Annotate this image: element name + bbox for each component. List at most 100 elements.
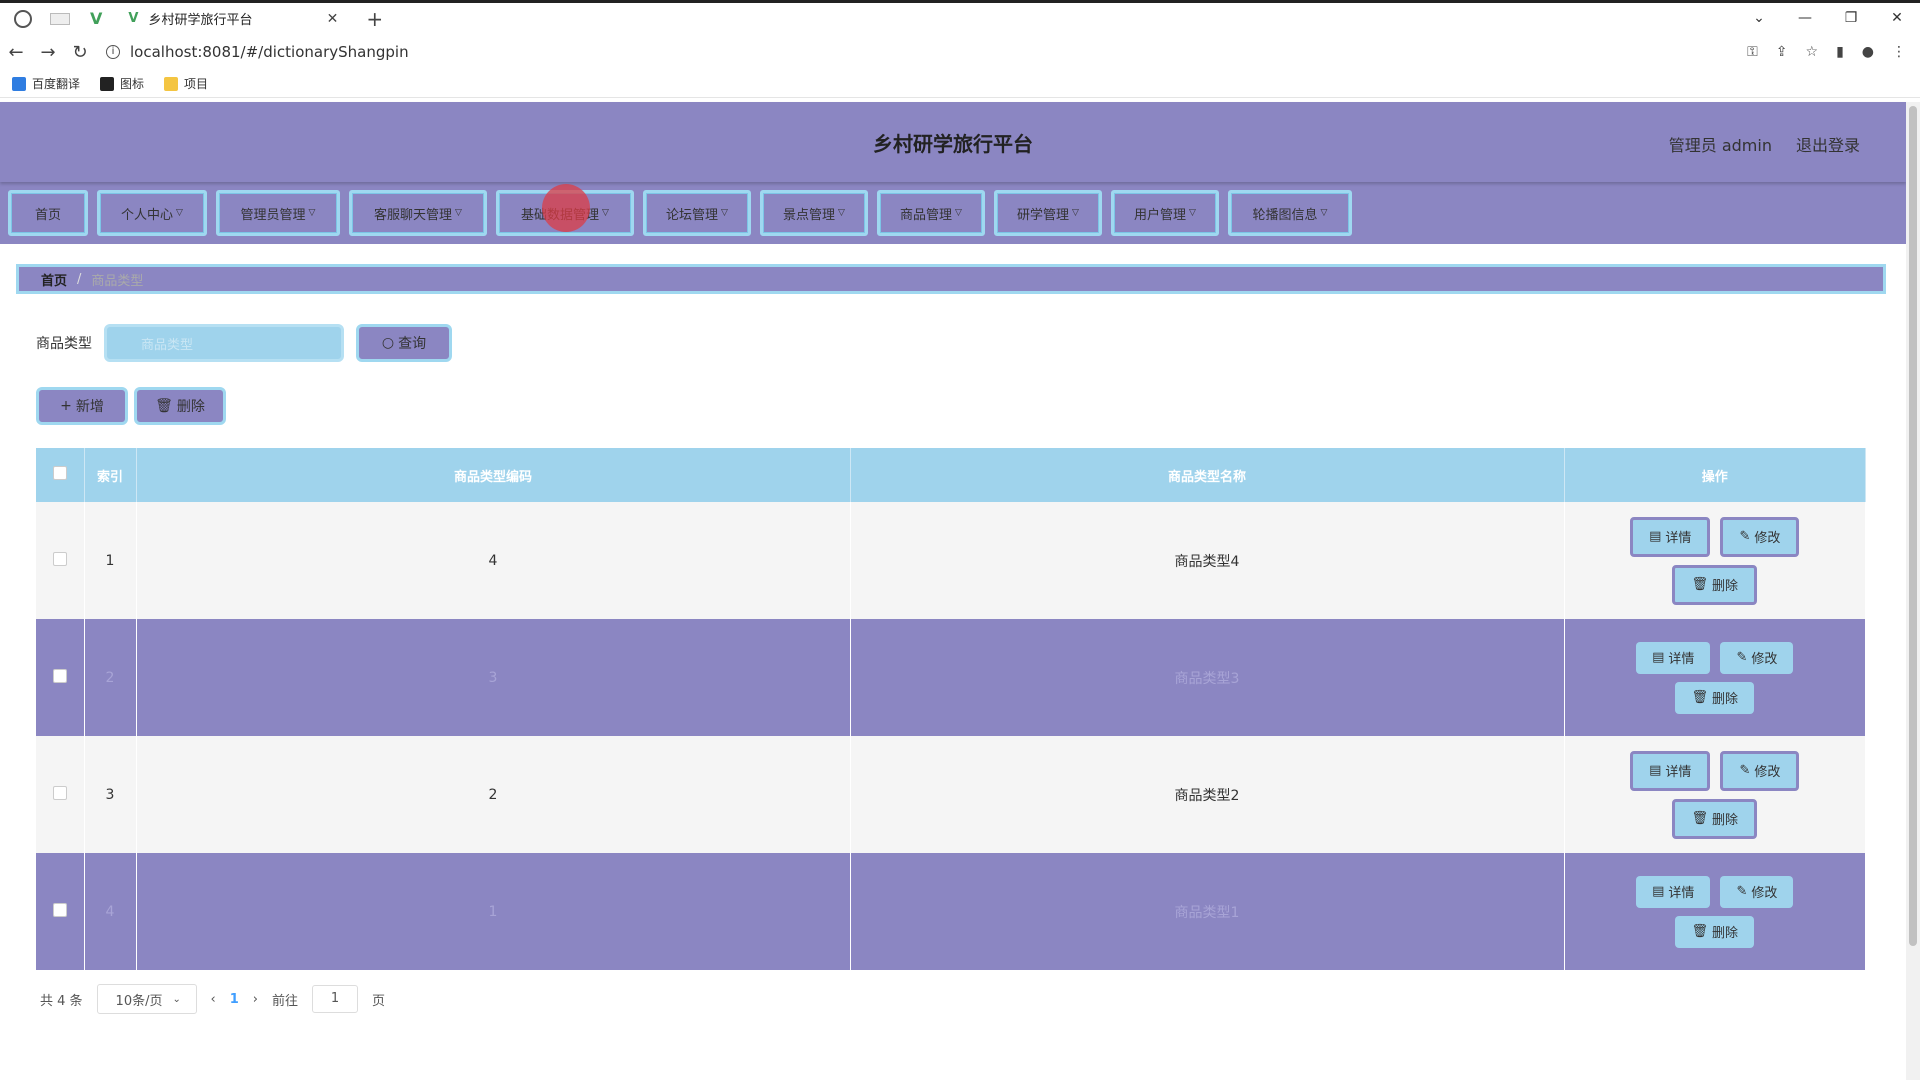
row-checkbox-cell bbox=[36, 502, 85, 619]
breadcrumb-home[interactable]: 首页 bbox=[41, 273, 68, 289]
detail-button[interactable]: ▤详情 bbox=[1636, 875, 1711, 908]
delete-label: 删除 bbox=[1712, 692, 1739, 707]
minimize-icon[interactable]: — bbox=[1798, 10, 1812, 26]
browser-tab[interactable]: V 乡村研学旅行平台 ✕ bbox=[118, 4, 348, 34]
delete-button[interactable]: 🗑删除 bbox=[1675, 681, 1755, 714]
cell-index: 3 bbox=[84, 736, 137, 853]
edit-button[interactable]: ✎修改 bbox=[1720, 516, 1800, 557]
page-scrollbar[interactable] bbox=[1906, 102, 1920, 1080]
chevron-down-icon: ⌄ bbox=[172, 993, 181, 1005]
new-tab-icon[interactable]: + bbox=[366, 6, 384, 31]
menu-users[interactable]: 用户管理▽ bbox=[1111, 190, 1219, 236]
profile-icon[interactable]: ● bbox=[1861, 44, 1874, 60]
search-input[interactable]: 商品类型 bbox=[104, 324, 344, 362]
menu-personal-center[interactable]: 个人中心▽ bbox=[97, 190, 207, 236]
vue-icon[interactable]: V bbox=[90, 9, 103, 28]
goto-page-input[interactable]: 1 bbox=[312, 985, 359, 1013]
delete-label: 删除 bbox=[1712, 926, 1739, 941]
search-bar: 商品类型 商品类型 ○查询 bbox=[36, 324, 452, 362]
header-ops: 操作 bbox=[1564, 448, 1866, 502]
share-icon[interactable]: ⇪ bbox=[1775, 44, 1788, 60]
restore-icon[interactable]: ❐ bbox=[1844, 10, 1858, 26]
select-all-checkbox[interactable] bbox=[52, 466, 67, 480]
add-button[interactable]: +新增 bbox=[36, 387, 128, 425]
chevron-down-icon: ▽ bbox=[176, 208, 183, 218]
chevron-down-icon: ▽ bbox=[602, 208, 609, 218]
data-table: 索引 商品类型编码 商品类型名称 操作 1 4 商品类型4 ▤详情 ✎修改 🗑删… bbox=[36, 448, 1866, 970]
cell-code: 4 bbox=[136, 502, 851, 619]
info-icon[interactable]: i bbox=[106, 45, 120, 59]
table-row: 4 1 商品类型1 ▤详情 ✎修改 🗑删除 bbox=[36, 853, 1866, 970]
edit-button[interactable]: ✎修改 bbox=[1720, 750, 1800, 791]
delete-label: 删除 bbox=[176, 399, 205, 415]
header-code[interactable]: 商品类型编码 bbox=[136, 448, 851, 502]
key-icon[interactable]: ⚿ bbox=[1747, 44, 1758, 60]
bookmark-item[interactable]: 图标 bbox=[100, 75, 144, 92]
bookmark-item[interactable]: 百度翻译 bbox=[12, 75, 80, 92]
reload-icon[interactable]: ↻ bbox=[72, 41, 88, 63]
menu-label: 首页 bbox=[34, 207, 61, 223]
row-checkbox[interactable] bbox=[52, 902, 67, 917]
menu-carousel[interactable]: 轮播图信息▽ bbox=[1228, 190, 1352, 236]
edit-button[interactable]: ✎修改 bbox=[1720, 875, 1794, 908]
star-icon[interactable]: ☆ bbox=[1805, 44, 1819, 60]
vue-icon: V bbox=[128, 11, 139, 26]
more-icon[interactable]: ⋮ bbox=[1892, 44, 1906, 60]
row-checkbox-cell bbox=[36, 619, 85, 736]
goto-prefix: 前往 bbox=[272, 993, 299, 1009]
detail-button[interactable]: ▤详情 bbox=[1636, 641, 1711, 674]
close-icon[interactable]: ✕ bbox=[326, 10, 339, 27]
menu-forum[interactable]: 论坛管理▽ bbox=[643, 190, 751, 236]
delete-button[interactable]: 🗑删除 bbox=[1675, 915, 1755, 948]
folder-icon bbox=[164, 76, 179, 91]
edit-label: 修改 bbox=[1751, 652, 1778, 667]
cell-ops: ▤详情 ✎修改 🗑删除 bbox=[1564, 502, 1866, 619]
menu-chat[interactable]: 客服聊天管理▽ bbox=[349, 190, 487, 236]
cell-name: 商品类型2 bbox=[850, 736, 1565, 853]
back-icon[interactable]: ← bbox=[8, 41, 24, 63]
chevron-down-icon: ▽ bbox=[838, 208, 845, 218]
menu-goods[interactable]: 商品管理▽ bbox=[877, 190, 985, 236]
sidepanel-icon[interactable]: ▮ bbox=[1836, 44, 1844, 60]
prev-page-icon[interactable]: ‹ bbox=[210, 991, 216, 1007]
menu-study[interactable]: 研学管理▽ bbox=[994, 190, 1102, 236]
image-icon bbox=[100, 76, 115, 91]
page-number[interactable]: 1 bbox=[229, 991, 239, 1007]
chevron-down-icon: ▽ bbox=[1320, 208, 1328, 218]
forward-icon[interactable]: → bbox=[40, 41, 56, 63]
scrollbar-thumb[interactable] bbox=[1909, 106, 1917, 946]
address-bar: ← → ↻ i localhost:8081/#/dictionaryShang… bbox=[0, 34, 1920, 70]
action-bar: +新增 🗑删除 bbox=[36, 387, 226, 425]
globe-icon[interactable] bbox=[14, 9, 32, 28]
page-size-select[interactable]: 10条/页⌄ bbox=[96, 984, 197, 1014]
delete-button[interactable]: 🗑删除 bbox=[1672, 564, 1758, 605]
edit-button[interactable]: ✎修改 bbox=[1720, 641, 1794, 674]
edit-icon: ✎ bbox=[1736, 650, 1748, 665]
next-page-icon[interactable]: › bbox=[252, 991, 258, 1007]
menu-admin[interactable]: 管理员管理▽ bbox=[216, 190, 340, 236]
delete-button[interactable]: 🗑删除 bbox=[1672, 798, 1758, 839]
chevron-down-icon[interactable]: ⌄ bbox=[1753, 10, 1765, 26]
close-window-icon[interactable]: ✕ bbox=[1891, 10, 1903, 26]
document-icon: ▤ bbox=[1652, 650, 1665, 665]
row-checkbox[interactable] bbox=[52, 668, 67, 683]
chevron-down-icon: ▽ bbox=[455, 208, 462, 218]
row-checkbox[interactable] bbox=[52, 785, 67, 800]
bookmark-label: 项目 bbox=[184, 77, 209, 91]
breadcrumb-current: 商品类型 bbox=[91, 273, 144, 289]
url-field[interactable]: i localhost:8081/#/dictionaryShangpin bbox=[106, 43, 409, 61]
header-name[interactable]: 商品类型名称 bbox=[850, 448, 1565, 502]
bookmark-item[interactable]: 项目 bbox=[164, 75, 208, 92]
logout-link[interactable]: 退出登录 bbox=[1795, 136, 1860, 155]
blank-tab-icon[interactable] bbox=[50, 12, 70, 25]
batch-delete-button[interactable]: 🗑删除 bbox=[134, 387, 226, 425]
app-root: 乡村研学旅行平台 管理员 admin 退出登录 首页 个人中心▽ 管理员管理▽ … bbox=[0, 102, 1906, 1080]
pagination: 共 4 条 10条/页⌄ ‹ 1 › 前往 1 页 bbox=[40, 984, 385, 1014]
search-button[interactable]: ○查询 bbox=[356, 324, 452, 362]
row-checkbox[interactable] bbox=[52, 551, 67, 566]
cell-code: 2 bbox=[136, 736, 851, 853]
menu-scenic[interactable]: 景点管理▽ bbox=[760, 190, 868, 236]
detail-button[interactable]: ▤详情 bbox=[1630, 516, 1711, 557]
menu-home[interactable]: 首页 bbox=[8, 190, 88, 236]
detail-button[interactable]: ▤详情 bbox=[1630, 750, 1711, 791]
